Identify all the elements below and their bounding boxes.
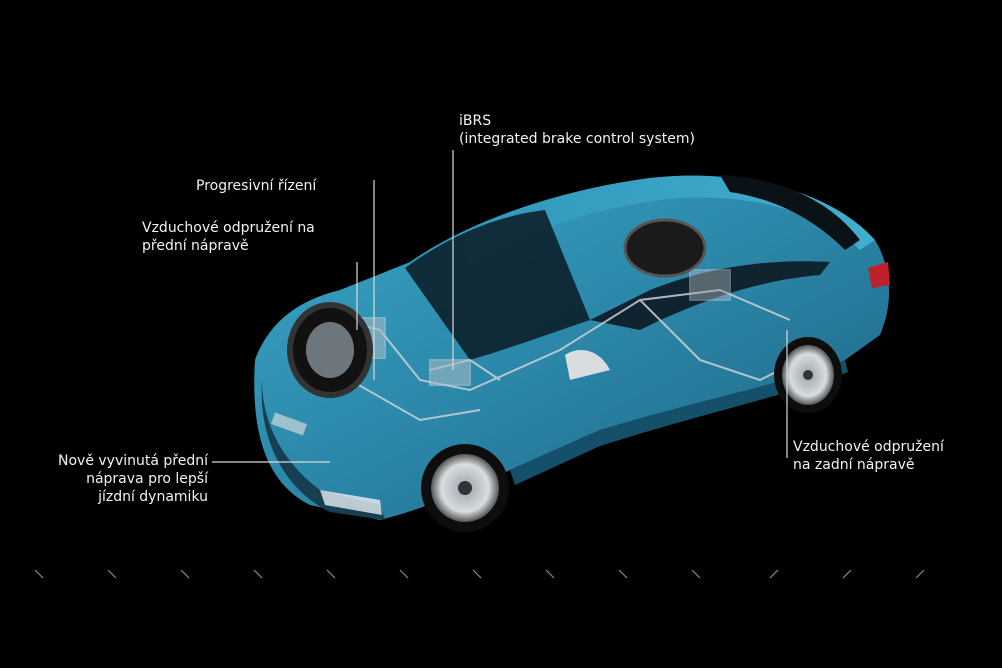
front-air-suspension-label: Vzduchové odpružení na přední nápravě [142,219,315,255]
rear-right-wheel [774,337,842,413]
rear-air-line-2: na zadní nápravě [793,457,915,473]
front-axle-label: Nově vyvinutá přední náprava pro lepší j… [30,452,208,506]
leader-lines [212,150,788,463]
front-air-line-1: Vzduchové odpružení na [142,220,315,236]
steering-label: Progresivní řízení [196,177,316,195]
front-axle-line-1: Nově vyvinutá přední [58,453,208,469]
front-left-wheel [287,302,373,398]
rear-air-suspension-label: Vzduchové odpružení na zadní nápravě [793,438,944,474]
spare-wheel [623,218,707,278]
front-air-line-2: přední nápravě [142,238,249,254]
ibrs-title: iBRS [459,113,492,129]
rear-air-line-1: Vzduchové odpružení [793,439,944,455]
bottom-ticks [34,569,925,579]
front-right-wheel [421,444,509,532]
front-axle-line-3: jízdní dynamiku [98,489,208,505]
car-body [254,175,890,521]
ibrs-description: (integrated brake control system) [459,131,695,147]
ibrs-label: iBRS (integrated brake control system) [459,112,695,148]
front-axle-line-2: náprava pro lepší [86,471,208,487]
steering-text: Progresivní řízení [196,178,317,194]
